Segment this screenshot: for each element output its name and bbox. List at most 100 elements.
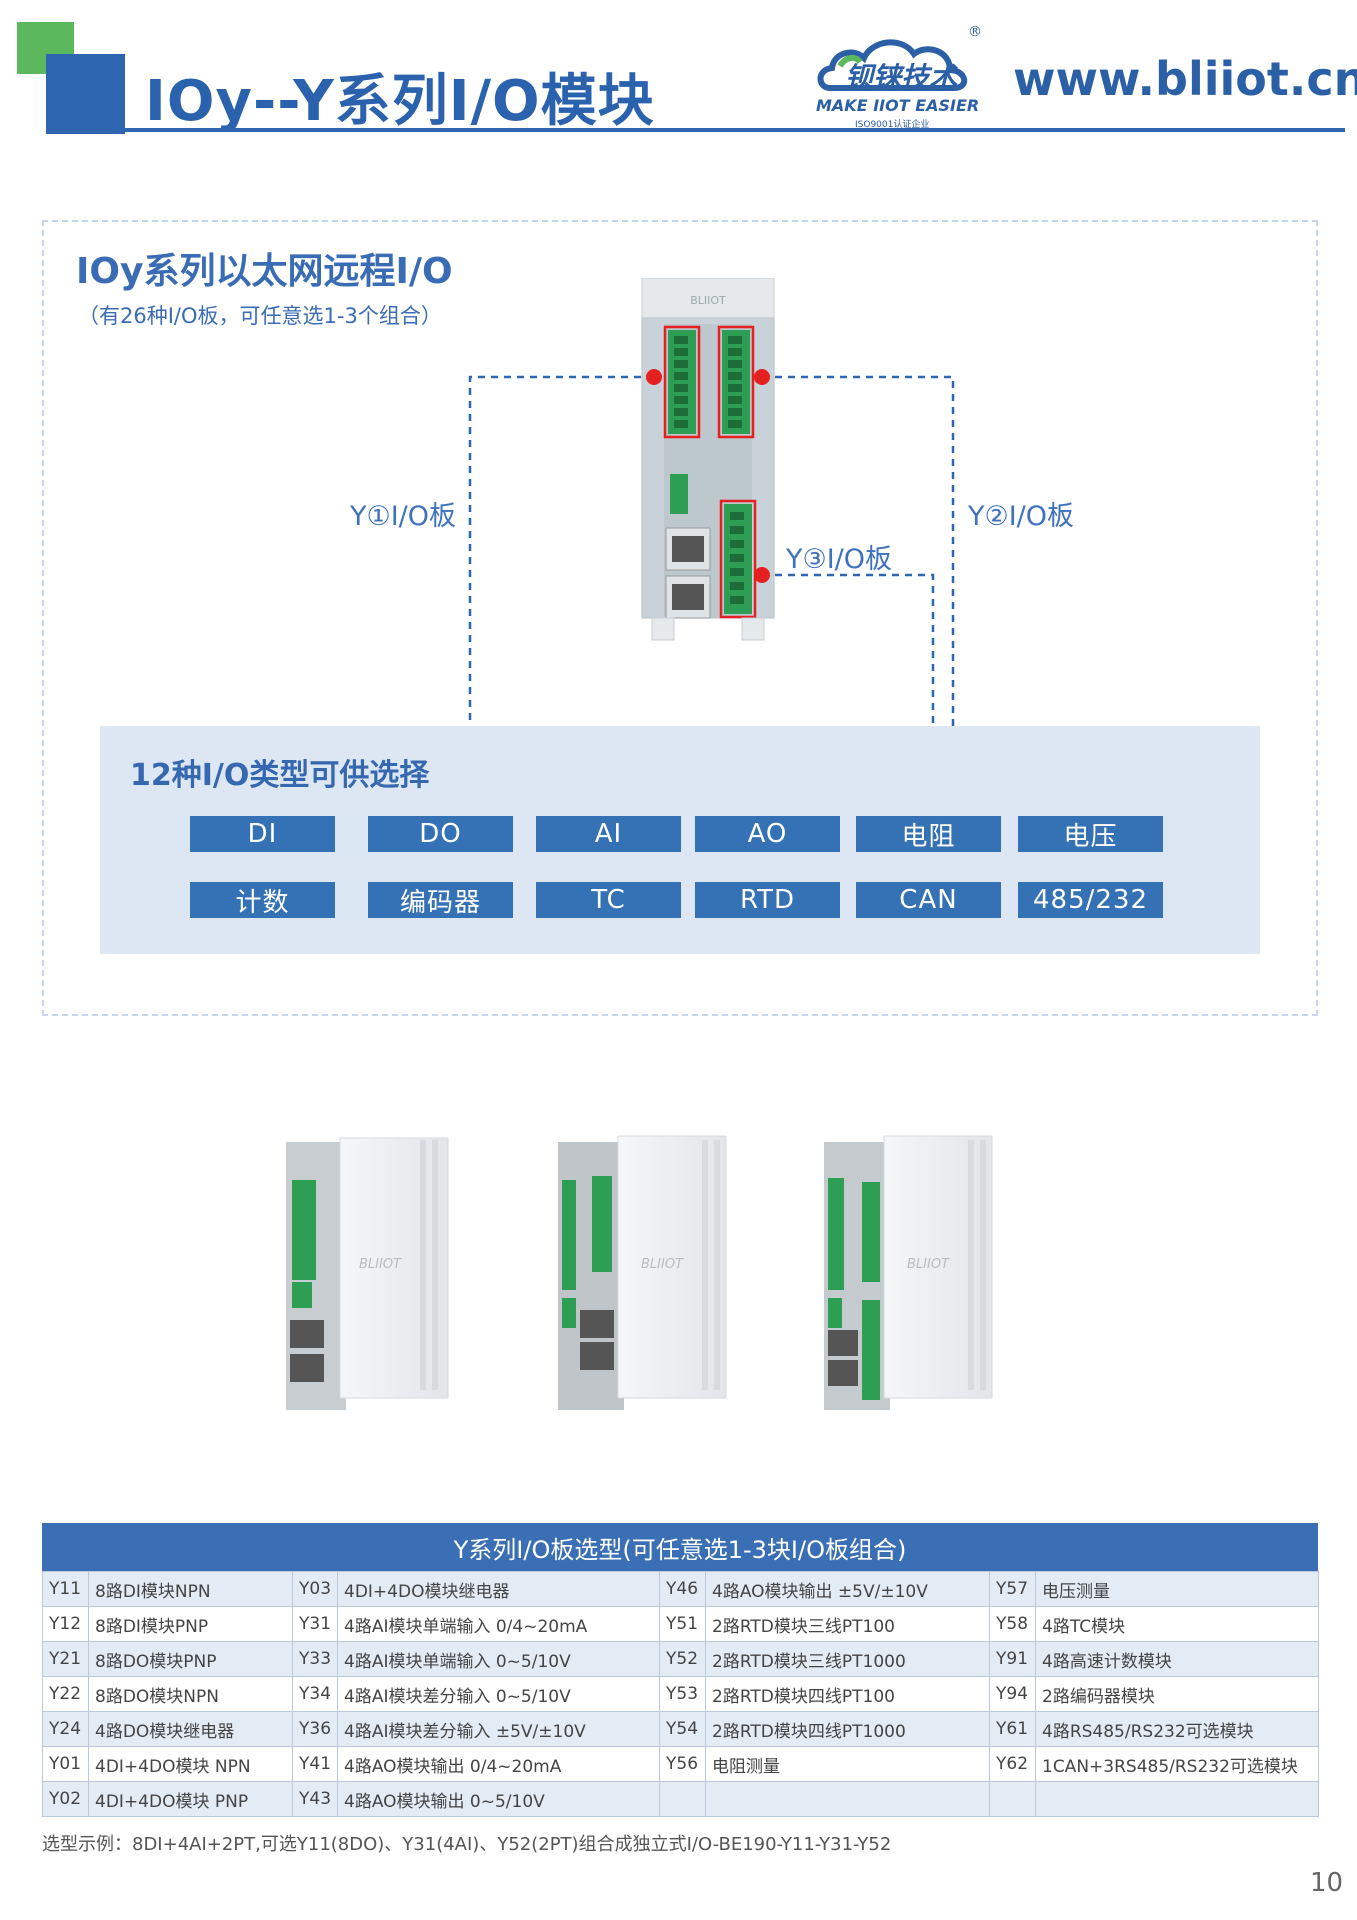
type-chip-ao: AO	[695, 816, 840, 852]
model-desc-cell: 4DI+4DO模块继电器	[337, 1571, 660, 1607]
model-code-cell: Y53	[659, 1676, 706, 1712]
model-code-cell: Y11	[42, 1571, 89, 1607]
model-code-cell: Y57	[989, 1571, 1036, 1607]
model-code-cell: Y94	[989, 1676, 1036, 1712]
model-desc-cell: 电阻测量	[705, 1746, 990, 1782]
model-code-cell: Y12	[42, 1606, 89, 1642]
model-desc-cell: 4路RS485/RS232可选模块	[1035, 1711, 1319, 1747]
model-desc-cell: 1CAN+3RS485/RS232可选模块	[1035, 1746, 1319, 1782]
registered-mark: ®	[968, 24, 982, 40]
selection-example: 选型示例：8DI+4AI+2PT,可选Y11(8DO)、Y31(4AI)、Y52…	[42, 1834, 892, 1855]
model-desc-cell: 4DI+4DO模块 NPN	[88, 1746, 293, 1782]
slot3-marker	[754, 567, 770, 583]
model-code-cell: Y58	[989, 1606, 1036, 1642]
slot2-label: Y②I/O板	[968, 501, 1075, 532]
logo-text-cn: 钡铼技术	[845, 61, 958, 94]
model-code-cell	[659, 1781, 706, 1817]
io-device-front-image: BLIIOT	[641, 278, 775, 641]
type-chip-can: CAN	[856, 882, 1001, 918]
type-chip-rtd: RTD	[695, 882, 840, 918]
logo-iso-text: ISO9001认证企业	[855, 120, 930, 130]
model-code-cell: Y43	[292, 1781, 338, 1817]
product-photo-3: BLIIOT	[824, 1135, 993, 1410]
model-desc-cell: 8路DO模块PNP	[88, 1641, 293, 1677]
model-code-cell: Y56	[659, 1746, 706, 1782]
model-desc-cell: 4路高速计数模块	[1035, 1641, 1319, 1677]
model-desc-cell: 4路TC模块	[1035, 1606, 1319, 1642]
model-code-cell: Y03	[292, 1571, 338, 1607]
type-chip-resistance: 电阻	[856, 816, 1001, 852]
type-chip-do: DO	[368, 816, 513, 852]
model-desc-cell: 4路AI模块单端输入 0~5/10V	[337, 1641, 660, 1677]
overview-subtitle: （有26种I/O板，可任意选1-3个组合）	[78, 304, 442, 328]
model-code-cell: Y02	[42, 1781, 89, 1817]
header-accent-blue	[46, 54, 125, 134]
model-desc-cell: 4路AI模块差分输入 ±5V/±10V	[337, 1711, 660, 1747]
model-code-cell: Y36	[292, 1711, 338, 1747]
product-photo-2: BLIIOT	[558, 1135, 727, 1410]
model-code-cell: Y22	[42, 1676, 89, 1712]
slot1-marker	[646, 369, 662, 385]
model-code-cell: Y21	[42, 1641, 89, 1677]
website-url[interactable]: www.bliiot.cn	[1013, 52, 1357, 106]
product-3-brand-text: BLIIOT	[907, 1257, 950, 1272]
page-number: 10	[1310, 1868, 1344, 1898]
model-desc-cell: 4路AO模块输出 0/4~20mA	[337, 1746, 660, 1782]
model-desc-cell: 2路RTD模块三线PT100	[705, 1606, 990, 1642]
page-title: IOy--Y系列I/O模块	[145, 69, 655, 134]
product-1-brand-text: BLIIOT	[359, 1257, 402, 1272]
model-code-cell: Y91	[989, 1641, 1036, 1677]
model-code-cell: Y24	[42, 1711, 89, 1747]
type-chip-tc: TC	[536, 882, 681, 918]
type-chip-counter: 计数	[190, 882, 335, 918]
device-brand-text: BLIIOT	[690, 294, 726, 307]
model-desc-cell: 4路AI模块差分输入 0~5/10V	[337, 1676, 660, 1712]
model-code-cell: Y31	[292, 1606, 338, 1642]
logo-text-en: MAKE IIOT EASIER	[816, 96, 980, 115]
overview-title: IOy系列以太网远程I/O	[76, 251, 453, 292]
model-code-cell	[989, 1781, 1036, 1817]
model-desc-cell: 4路AI模块单端输入 0/4~20mA	[337, 1606, 660, 1642]
header-rule	[125, 128, 1345, 132]
model-desc-cell: 2路RTD模块四线PT1000	[705, 1711, 990, 1747]
slot2-marker	[754, 369, 770, 385]
model-desc-cell: 4DI+4DO模块 PNP	[88, 1781, 293, 1817]
selection-table-title: Y系列I/O板选型(可任意选1-3块I/O板组合)	[42, 1523, 1318, 1571]
model-code-cell: Y51	[659, 1606, 706, 1642]
model-desc-cell: 8路DO模块NPN	[88, 1676, 293, 1712]
model-code-cell: Y46	[659, 1571, 706, 1607]
type-chip-encoder: 编码器	[368, 882, 513, 918]
model-desc-cell	[1035, 1781, 1319, 1817]
product-photos: BLIIOT BLIIOT BLIIOT	[286, 1135, 993, 1410]
model-desc-cell: 4路DO模块继电器	[88, 1711, 293, 1747]
model-code-cell: Y33	[292, 1641, 338, 1677]
io-types-title: 12种I/O类型可供选择	[130, 758, 430, 793]
type-chip-di: DI	[190, 816, 335, 852]
cloud-logo-icon	[817, 39, 967, 91]
model-desc-cell: 4路AO模块输出 0~5/10V	[337, 1781, 660, 1817]
model-code-cell: Y34	[292, 1676, 338, 1712]
model-desc-cell: 4路AO模块输出 ±5V/±10V	[705, 1571, 990, 1607]
model-desc-cell: 2路RTD模块三线PT1000	[705, 1641, 990, 1677]
model-desc-cell	[705, 1781, 990, 1817]
product-photo-1: BLIIOT	[286, 1137, 449, 1410]
model-code-cell: Y61	[989, 1711, 1036, 1747]
model-desc-cell: 2路RTD模块四线PT100	[705, 1676, 990, 1712]
model-desc-cell: 8路DI模块NPN	[88, 1571, 293, 1607]
model-code-cell: Y62	[989, 1746, 1036, 1782]
product-2-brand-text: BLIIOT	[641, 1257, 684, 1272]
model-code-cell: Y52	[659, 1641, 706, 1677]
model-desc-cell: 2路编码器模块	[1035, 1676, 1319, 1712]
slot3-label: Y③I/O板	[786, 544, 893, 575]
overview-panel	[42, 220, 1318, 1016]
model-code-cell: Y01	[42, 1746, 89, 1782]
model-code-cell: Y41	[292, 1746, 338, 1782]
